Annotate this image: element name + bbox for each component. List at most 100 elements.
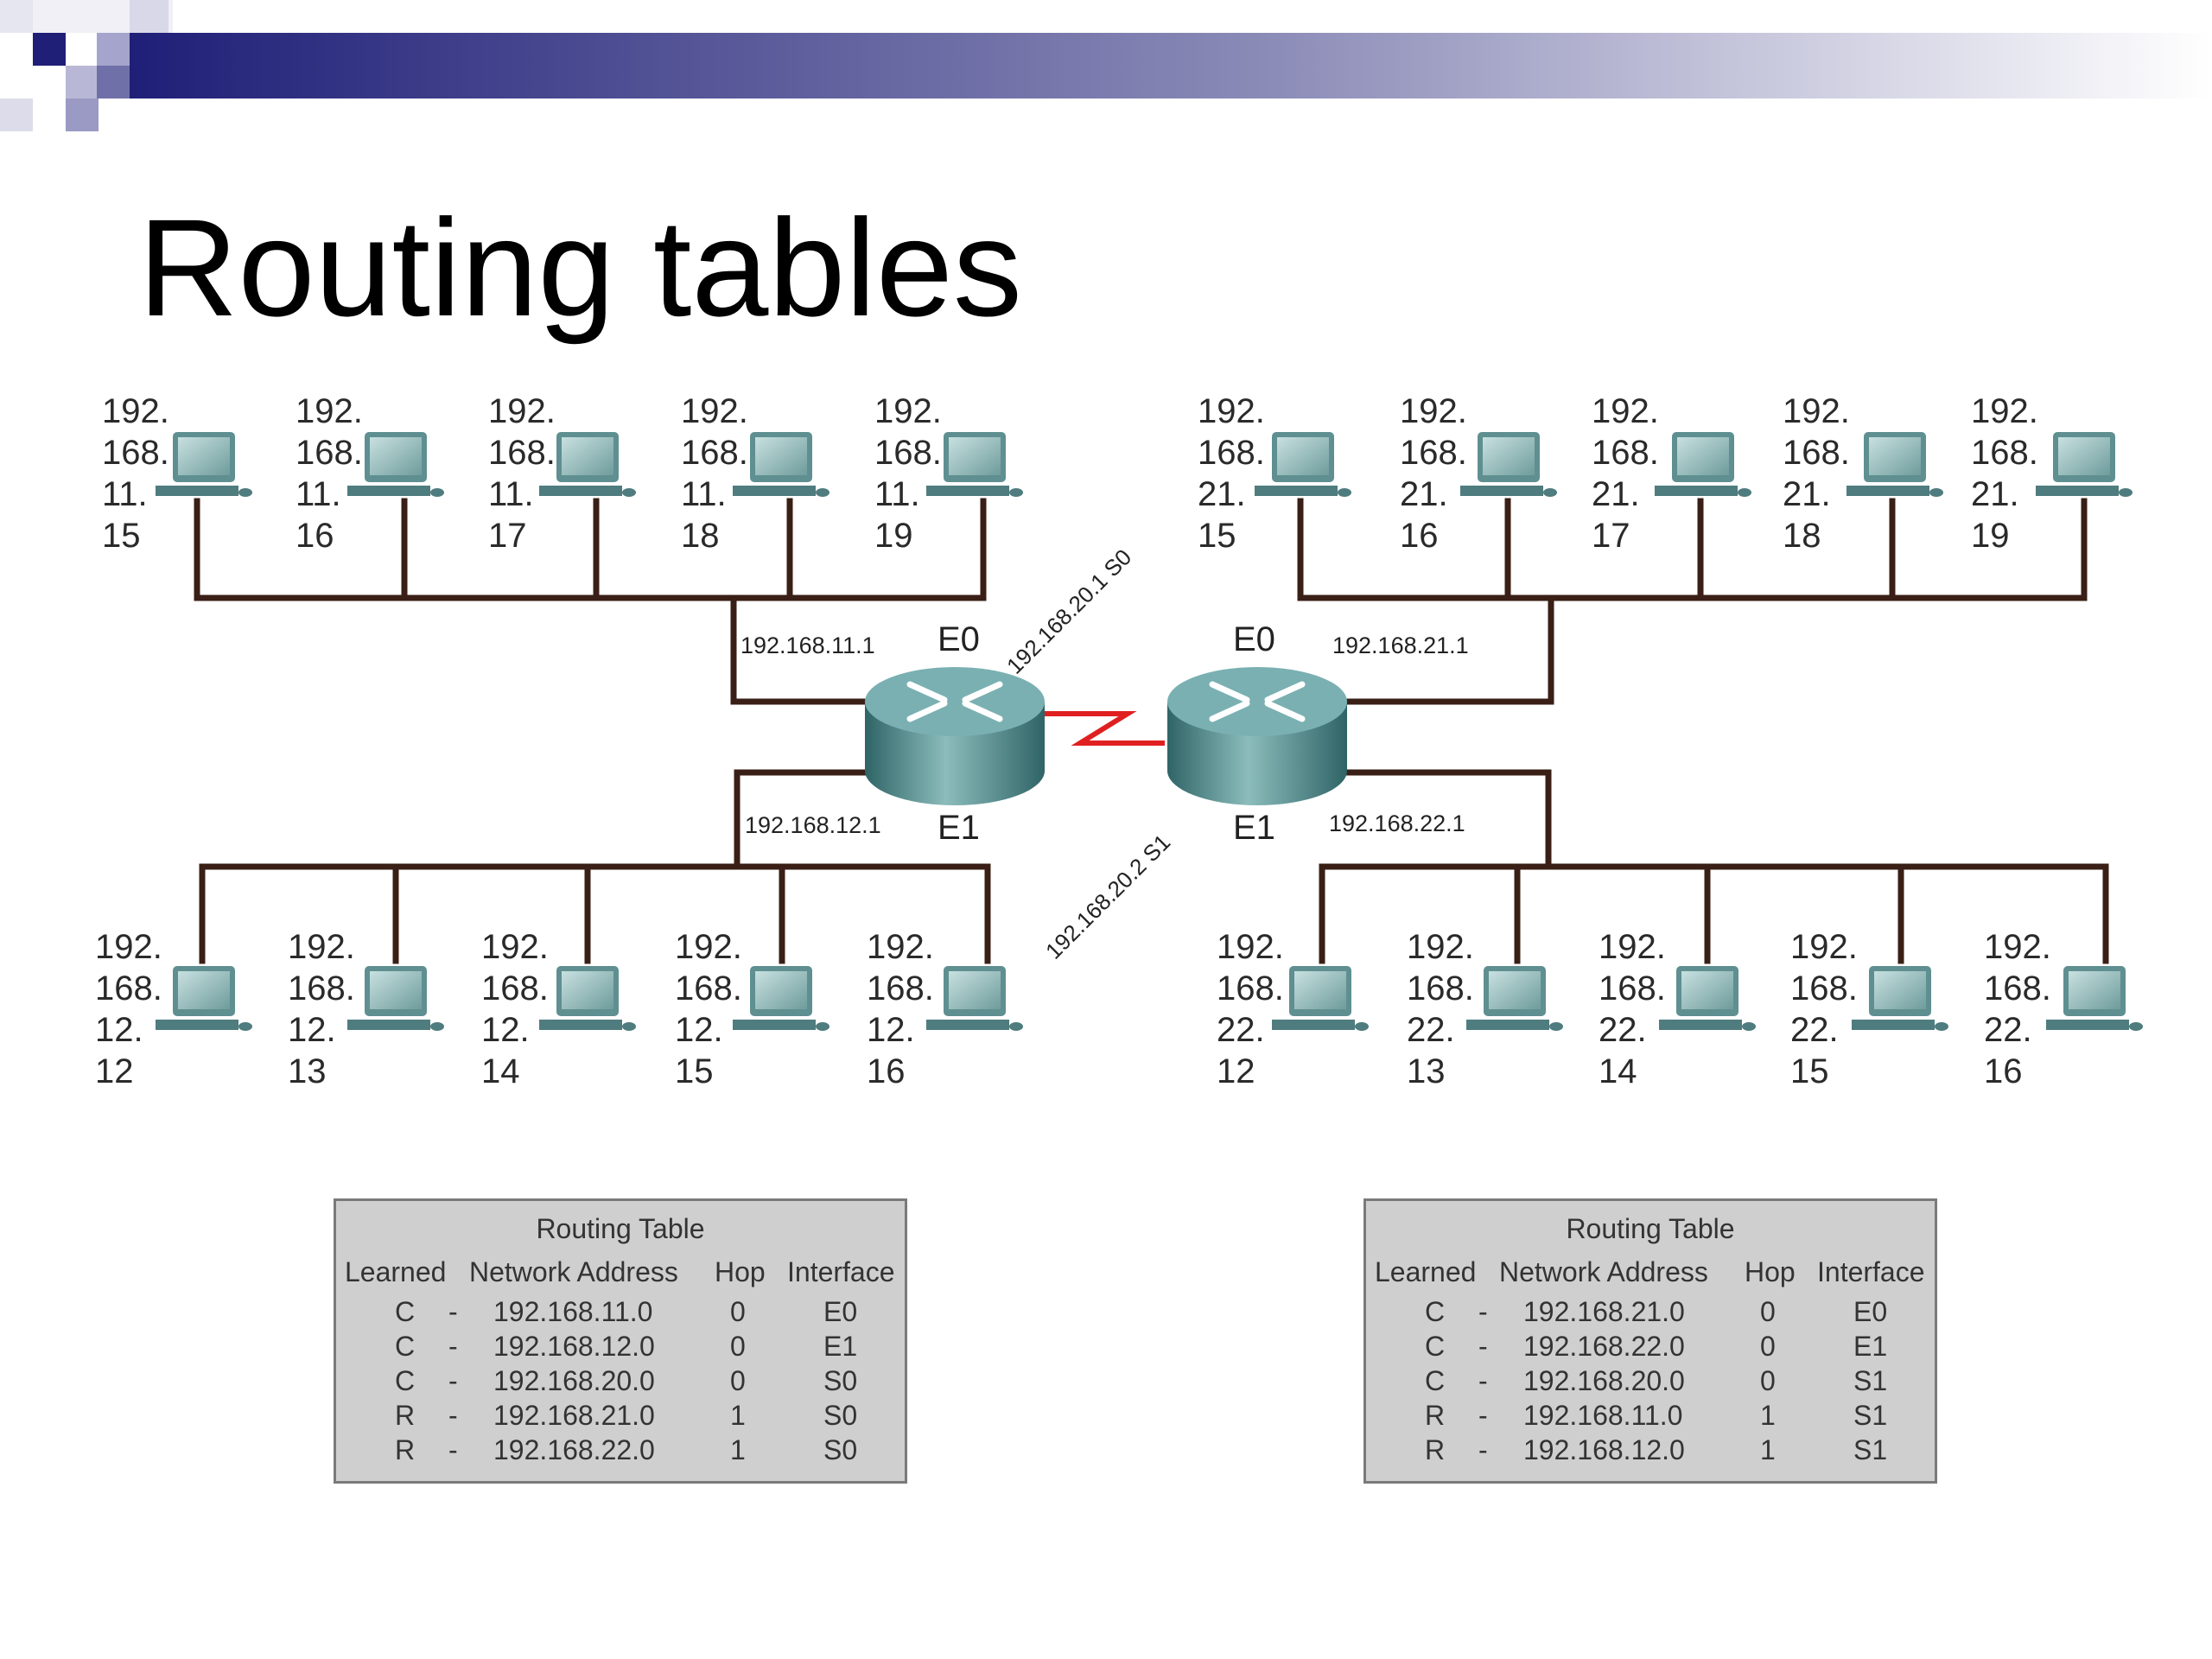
host-address-part: 12 [1217, 1052, 1255, 1090]
host-address-part: 22. [1217, 1011, 1265, 1049]
host-address-part: 192. [296, 392, 363, 430]
host-address-part: 192. [1971, 392, 2038, 430]
host-address-part: 168. [1971, 434, 2038, 472]
host-address-part: 13 [288, 1052, 327, 1090]
host-address-part: 22. [1407, 1011, 1455, 1049]
column-header-hop: Hop [715, 1256, 766, 1287]
host-address-part: 192. [1790, 928, 1858, 966]
host-address-part: 168. [681, 434, 748, 472]
routing-cell-hop: 0 [1760, 1331, 1776, 1362]
host-address-part: 168. [296, 434, 363, 472]
host-address-part: 22. [1790, 1011, 1839, 1049]
routing-cell-hop: 0 [730, 1365, 746, 1396]
routing-cell-hop: 1 [730, 1400, 746, 1431]
column-header-interface: Interface [1817, 1256, 1925, 1287]
host-address-part: 192. [1217, 928, 1284, 966]
router-b [1167, 667, 1347, 805]
host-address-label: 192.168.11.16 [296, 391, 382, 556]
host-address-part: 168. [1217, 969, 1284, 1007]
routing-cell-learned: R [1425, 1434, 1446, 1465]
host-address-part: 168. [874, 434, 942, 472]
routing-cell-dash: - [448, 1296, 458, 1327]
serial-link [1041, 711, 1165, 746]
host-address-part: 11. [488, 475, 534, 513]
host-address-label: 192.168.21.18 [1783, 391, 1869, 556]
host-address-part: 168. [675, 969, 742, 1007]
header-square [97, 66, 130, 99]
column-header-hop: Hop [1745, 1256, 1796, 1287]
computer-icon [539, 432, 636, 497]
router-b-e0-label: E0 [1233, 620, 1275, 658]
routing-cell-network: 192.168.20.0 [493, 1365, 655, 1396]
routing-cell-network: 192.168.20.0 [1523, 1365, 1685, 1396]
routing-cell-network: 192.168.22.0 [493, 1434, 655, 1465]
routing-cell-network: 192.168.11.0 [1523, 1400, 1683, 1431]
routing-cell-iface: S0 [823, 1365, 858, 1396]
host-address-part: 192. [1599, 928, 1666, 966]
host-address-part: 192. [488, 392, 556, 430]
routing-cell-hop: 0 [730, 1296, 746, 1327]
computer-icon [926, 432, 1023, 497]
computer-icon [347, 966, 444, 1031]
host-address-part: 17 [488, 517, 527, 555]
host-address-part: 12. [95, 1011, 143, 1049]
host-address-part: 18 [1783, 517, 1821, 555]
drop-line [199, 863, 991, 964]
routing-cell-iface: E1 [1853, 1331, 1888, 1362]
routing-cell-iface: E0 [1853, 1296, 1888, 1327]
host-address-part: 21. [1198, 475, 1246, 513]
computer-icon [1466, 966, 1563, 1031]
host-address-part: 22. [1599, 1011, 1647, 1049]
host-address-label: 192.168.11.18 [681, 391, 767, 556]
host-address-label: 192.168.21.19 [1971, 391, 2057, 556]
host-address-part: 16 [867, 1052, 906, 1090]
computer-icon [1655, 432, 1751, 497]
computer-icon [1659, 966, 1756, 1031]
routing-cell-network: 192.168.21.0 [493, 1400, 655, 1431]
header-square [66, 99, 99, 131]
host-address-part: 12. [867, 1011, 915, 1049]
column-header-network: Network Address [469, 1256, 678, 1287]
host-address-part: 21. [1400, 475, 1448, 513]
host-address-label: 192.168.11.19 [874, 391, 961, 556]
host-address-part: 15 [1198, 517, 1236, 555]
lan-links [194, 498, 2109, 964]
drop-line [194, 498, 987, 601]
computer-icon [156, 966, 252, 1031]
routing-cell-iface: S0 [823, 1400, 858, 1431]
host-address-part: 168. [488, 434, 556, 472]
computer-icon [2046, 966, 2143, 1031]
computer-icon [539, 966, 636, 1031]
routing-cell-learned: R [395, 1400, 416, 1431]
routing-cell-dash: - [1478, 1331, 1488, 1362]
host-address-part: 192. [102, 392, 169, 430]
host-address-label: 192.168.12.15 [675, 926, 761, 1092]
routing-cell-learned: C [1425, 1365, 1446, 1396]
host-address-part: 11. [102, 475, 148, 513]
routing-table-title: Routing Table [1566, 1213, 1735, 1244]
header-square [130, 0, 168, 33]
routing-cell-network: 192.168.21.0 [1523, 1296, 1685, 1327]
host-address-part: 12. [481, 1011, 530, 1049]
host-address-label: 192.168. 22.12 [1217, 926, 1303, 1092]
host-address-label: 192.168.22.14 [1599, 926, 1685, 1092]
column-header-network: Network Address [1499, 1256, 1708, 1287]
routing-cell-dash: - [448, 1365, 458, 1396]
routing-cell-network: 192.168.22.0 [1523, 1331, 1685, 1362]
routing-cell-learned: R [395, 1434, 416, 1465]
host-address-part: 192. [867, 928, 934, 966]
routing-cell-hop: 1 [1760, 1434, 1776, 1465]
host-address-part: 168. [288, 969, 355, 1007]
uplink-e0-router-a [730, 594, 872, 705]
routing-cell-iface: E0 [823, 1296, 858, 1327]
host-address-part: 192. [1400, 392, 1467, 430]
computer-icon [347, 432, 444, 497]
routing-cell-learned: C [395, 1331, 416, 1362]
host-address-part: 15 [675, 1052, 714, 1090]
host-address-part: 21. [1783, 475, 1831, 513]
header-square [33, 33, 66, 66]
host-address-part: 21. [1971, 475, 2019, 513]
slide-title: Routing tables [138, 190, 1022, 345]
host-address-part: 168. [1984, 969, 2051, 1007]
